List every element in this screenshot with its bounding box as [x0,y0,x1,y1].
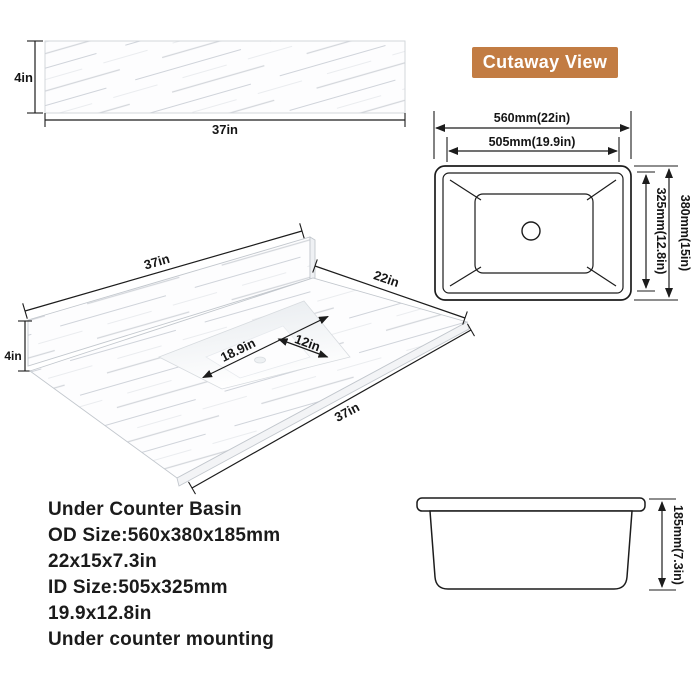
outer-depth-label: 380mm(15in) [678,195,692,271]
back-width-dim-line [24,230,303,312]
basin-side-view: 185mm(7.3in) [416,497,685,591]
front-width-label: 37in [332,399,362,424]
spec-line-id-in: 19.9x12.8in [48,603,152,624]
basin-inner-rim [442,172,624,294]
front-width-dim-line [191,329,472,489]
drain-hole-3d [254,356,266,364]
countertop-perspective-view: 37in 4in 18.9in 12in [4,223,475,495]
basin-bottom [474,193,594,274]
cutaway-view-label: Cutaway View [482,52,608,72]
backsplash-height-label-3d: 4in [4,349,21,363]
countertop-front-edge [176,321,470,487]
inner-width-label: 505mm(19.9in) [489,135,576,149]
cutout-width-dim-line [202,315,329,379]
outer-width-label: 560mm(22in) [494,111,570,125]
back-width-label: 37in [142,251,171,273]
spec-line-od-mm: OD Size:560x380x185mm [48,525,281,546]
backsplash-width-label: 37in [212,122,238,137]
spec-line-id-mm: ID Size:505x325mm [48,577,228,598]
depth-dim-line [314,265,466,319]
basin-height-label: 185mm(7.3in) [671,505,685,585]
inner-depth-label: 325mm(12.8in) [654,188,668,275]
backsplash-slab [44,40,406,114]
backsplash-front-view: 4in 37in [14,40,406,137]
backsplash-height-label: 4in [14,70,33,85]
cutaway-view-badge: Cutaway View [472,47,618,78]
basin-outer-rim [434,165,632,301]
backsplash-end-face [309,236,316,280]
basin-spec-text: Under Counter Basin OD Size:560x380x185m… [48,497,280,653]
spec-line-mounting: Under counter mounting [48,629,275,650]
cutout-depth-dim-line [277,338,329,358]
basin-rim-side [416,497,646,512]
basin-body-side [429,510,633,590]
drain-hole [521,221,541,241]
spec-line-title: Under Counter Basin [48,499,242,520]
basin-top-view: 560mm(22in) 505mm(19.9in) 325mm(12.8in) … [433,111,692,301]
spec-line-od-in: 22x15x7.3in [48,551,157,572]
